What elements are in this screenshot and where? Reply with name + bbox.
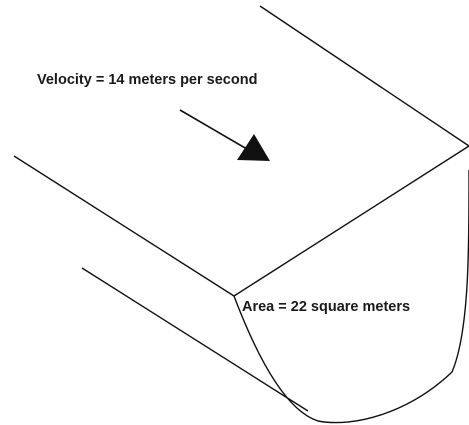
cross-section-curve xyxy=(233,170,469,424)
cross-section-top-edge xyxy=(233,145,469,297)
area-label: Area = 22 square meters xyxy=(242,299,410,315)
velocity-arrow-shaft xyxy=(179,109,253,153)
channel-bottom-left-edge xyxy=(81,267,309,412)
velocity-label: Velocity = 14 meters per second xyxy=(37,72,257,88)
channel-back-edge xyxy=(259,5,469,147)
channel-top-left-edge xyxy=(13,155,235,297)
velocity-arrow-head xyxy=(237,134,270,161)
